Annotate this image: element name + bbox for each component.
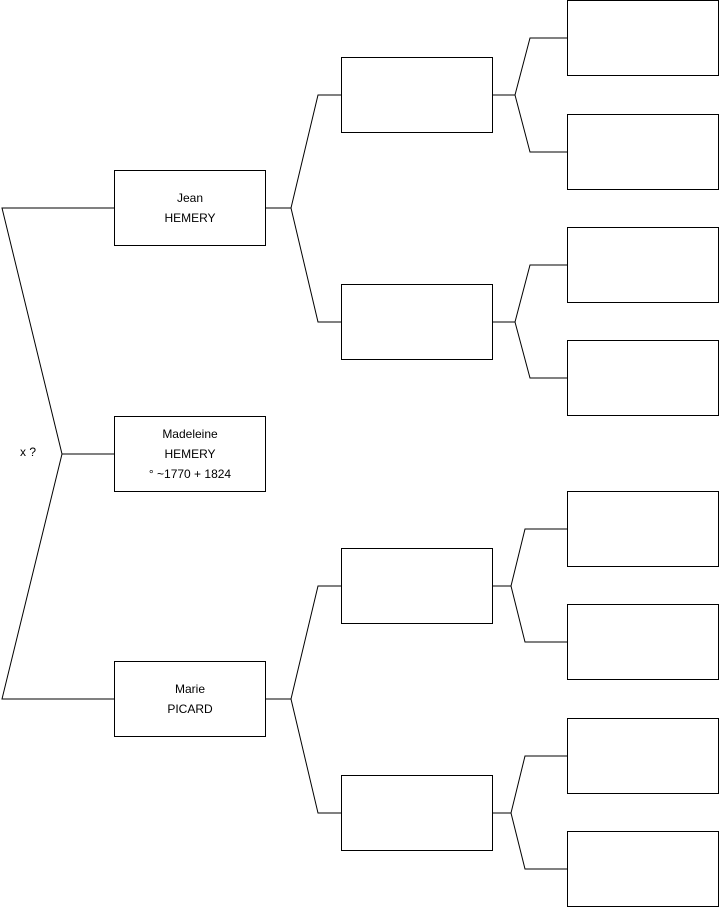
connector-pgf-ggp1 [514,37,567,96]
person-box-maternal-grandfather[interactable] [341,548,493,624]
person-box-maternal-grandmother[interactable] [341,775,493,851]
mother-given-name: Marie [174,682,205,696]
connector-mother-mgm [290,698,341,814]
union-marker: x ? [20,445,37,459]
person-box-subject[interactable]: Madeleine HEMERY ° ~1770 + 1824 [114,416,266,492]
father-surname: HEMERY [164,211,216,225]
person-box-paternal-grandmother[interactable] [341,284,493,360]
person-box-great-grandparent-1[interactable] [567,0,719,76]
person-box-great-grandparent-8[interactable] [567,831,719,907]
person-box-paternal-grandfather[interactable] [341,57,493,133]
person-box-great-grandparent-7[interactable] [567,718,719,794]
connector-mother-mgf [290,585,341,700]
person-box-great-grandparent-2[interactable] [567,114,719,190]
connector-mgf-ggp5 [510,528,567,587]
person-box-mother[interactable]: Marie PICARD [114,661,266,737]
connector-pgf-ggp2 [514,94,567,153]
connector-pgm-ggp4 [514,321,567,379]
person-box-father[interactable]: Jean HEMERY [114,170,266,246]
connector-union-mother [1,453,114,700]
connector-father-pgf [290,94,341,209]
connector-pgm-ggp3 [514,264,567,323]
person-box-great-grandparent-4[interactable] [567,340,719,416]
subject-given-name: Madeleine [162,427,218,441]
mother-surname: PICARD [167,702,213,716]
connector-mgf-ggp6 [510,585,567,643]
subject-dates: ° ~1770 + 1824 [148,467,232,481]
person-box-great-grandparent-3[interactable] [567,227,719,303]
connector-father-pgm [290,207,341,323]
connector-mgm-ggp8 [510,812,567,870]
connector-mgm-ggp7 [510,755,567,814]
subject-surname: HEMERY [164,447,216,461]
person-box-great-grandparent-6[interactable] [567,604,719,680]
connector-union-father [1,207,114,455]
person-box-great-grandparent-5[interactable] [567,491,719,567]
father-given-name: Jean [176,191,204,205]
